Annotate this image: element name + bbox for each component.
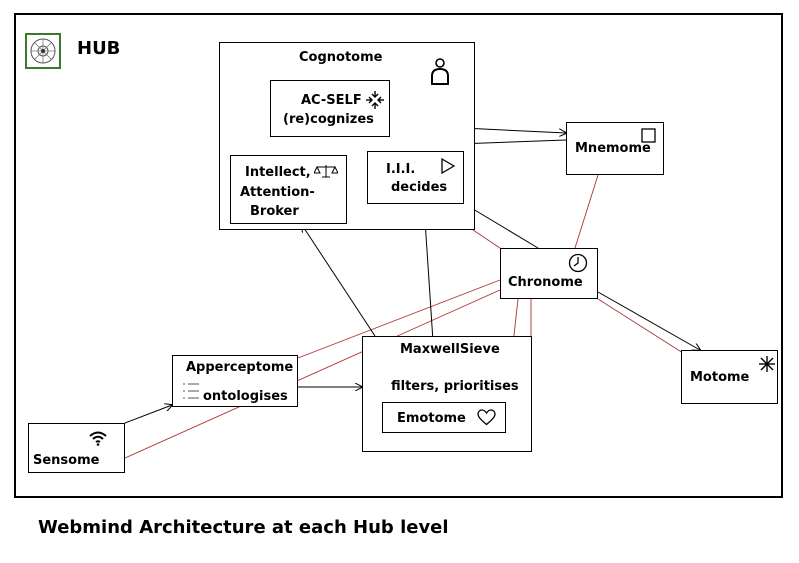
acself-sublabel: (re)cognizes (283, 112, 374, 127)
iii-sublabel: decides (391, 180, 448, 195)
emotome-box: Emotome (382, 402, 506, 433)
balance-scale-icon (314, 165, 338, 178)
diagram-caption: Webmind Architecture at each Hub level (38, 517, 449, 538)
emotome-title: Emotome (397, 411, 466, 426)
iii-label: I.I.I. (386, 162, 416, 177)
arrow-maxwell-intellect (302, 225, 376, 337)
acself-label: AC-SELF (301, 93, 362, 108)
apperceptome-box: Apperceptome ontologises (172, 355, 298, 407)
person-icon (431, 58, 449, 85)
maxwell-box: MaxwellSieve filters, prioritises (362, 336, 532, 452)
motome-title: Motome (690, 370, 750, 385)
chronome-box: Chronome (500, 248, 598, 299)
asterisk-icon (759, 356, 775, 372)
list-icon (183, 383, 199, 399)
iii-box: I.I.I. decides (367, 151, 464, 204)
square-icon (641, 128, 656, 143)
link-iii-chronome (462, 202, 539, 249)
hub-logo (25, 33, 61, 69)
intellect-line2: Attention- (240, 185, 315, 200)
converge-arrows-icon (366, 91, 384, 109)
apperceptome-title: Apperceptome (186, 360, 294, 375)
hub-frame (14, 13, 783, 498)
link-chronome-sensome (124, 289, 501, 459)
network-sphere-icon (30, 38, 56, 64)
wifi-icon (89, 431, 107, 446)
link-chronome-motome-red (597, 298, 684, 354)
motome-box: Motome (681, 350, 778, 404)
intellect-box: Intellect, Attention- Broker (230, 155, 347, 224)
link-chronome-apperceptome (297, 279, 501, 359)
heart-icon (477, 409, 496, 426)
mnemome-title: Mnemome (575, 141, 651, 156)
intellect-line1: Intellect, (245, 165, 311, 180)
chronome-title: Chronome (508, 275, 583, 290)
intellect-line3: Broker (250, 204, 299, 219)
sensome-title: Sensome (33, 453, 100, 468)
play-triangle-icon (441, 158, 455, 174)
mnemome-box: Mnemome (566, 122, 664, 175)
acself-box: AC-SELF (re)cognizes (270, 80, 390, 137)
link-cognotome-chronome (472, 229, 501, 249)
hub-title: HUB (77, 38, 121, 59)
cognotome-title: Cognotome (299, 50, 383, 65)
arrow-sensome-apperceptome (124, 405, 172, 424)
sensome-box: Sensome (28, 423, 125, 473)
apperceptome-subtitle: ontologises (203, 389, 288, 404)
arrow-chronome-motome (597, 291, 700, 350)
maxwell-title: MaxwellSieve (400, 342, 500, 357)
maxwell-subtitle: filters, prioritises (391, 379, 519, 394)
clock-icon (568, 253, 588, 273)
link-mnemome-chronome (574, 174, 599, 249)
